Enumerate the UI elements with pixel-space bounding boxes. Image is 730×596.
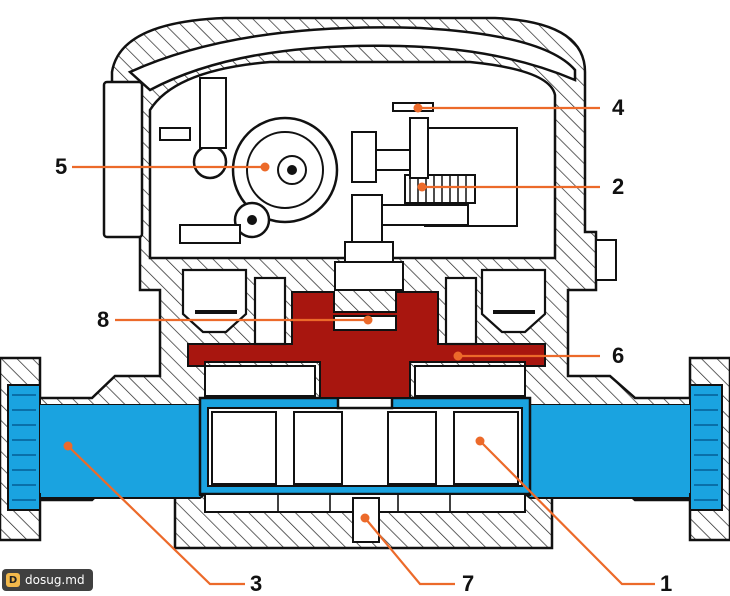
callout-1: 1 [660, 571, 673, 596]
callout-7: 7 [462, 571, 475, 596]
left-wall-panel [102, 80, 144, 239]
impeller-housing [187, 291, 546, 399]
watermark: D dosug.md [2, 569, 93, 591]
leader-endpoints [63, 103, 485, 523]
right-seal-block [480, 268, 547, 334]
leader-1 [479, 440, 655, 586]
callout-5: 5 [55, 154, 68, 179]
callout-6: 6 [612, 343, 625, 368]
side-plug [595, 239, 617, 281]
inlet-thread [7, 384, 41, 511]
callout-2: 2 [612, 174, 625, 199]
dosug-logo-icon: D [6, 573, 20, 587]
leader-3 [67, 445, 245, 586]
gear-train [334, 117, 518, 291]
outlet-thread [689, 384, 723, 511]
left-seal-block [181, 268, 248, 334]
watermark-text: dosug.md [25, 573, 85, 587]
callout-8: 8 [97, 307, 110, 332]
leader-7 [364, 517, 455, 586]
impeller-blades [211, 411, 519, 485]
callout-3: 3 [250, 571, 263, 596]
small-roller [192, 144, 228, 180]
lens-cover [127, 26, 577, 92]
callout-4: 4 [612, 95, 625, 120]
small-gear-icon [233, 201, 271, 239]
callout-leaders [67, 106, 655, 586]
counter-wheel [231, 116, 339, 224]
